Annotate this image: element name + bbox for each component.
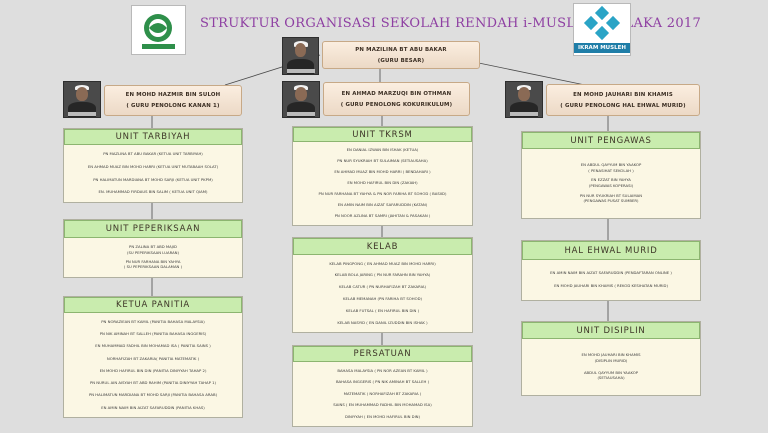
kelab-list: KELAB PINGPONG ( EN AHMAD MUAZ BIN MOHD … [293,255,472,332]
unit-peperiksaan-header: UNIT PEPERIKSAAN [64,220,242,238]
unit-disiplin-box: UNIT DISIPLIN EN MOHD JAUHARI BIN KHAMIS… [521,321,701,396]
unit-peperiksaan-list: PN ZALINA BT ABD MAJID (SU PEPERIKSAAN L… [64,238,242,277]
unit-tkrsm-header: UNIT TKRSM [293,127,472,142]
list-item: PN NORAZIEAN BT KAMIL (PANITIA BAHASA MA… [101,320,204,325]
gpk1-photo [63,81,101,118]
list-item: PN NUR FARHANA BT YAHYA & PN NOR FARIHA … [319,192,447,197]
unit-tarbiyah-box: UNIT TARBIYAH PN MAZLINA BT ABU BAKAR (K… [63,128,243,203]
list-item: PN NOOR AZLINA BT SAMRI (JAHITAN & PASAK… [335,214,431,219]
page-title: STRUKTUR ORGANISASI SEKOLAH RENDAH i-MUS… [200,16,560,38]
list-item: SAINS ( EN MUHAMMAD FADHIL BIN MOHAMAD I… [333,403,431,408]
ketua-panitia-box: KETUA PANITIA PN NORAZIEAN BT KAMIL (PAN… [63,296,243,418]
persatuan-list: BAHASA MALAYSIA ( PN NOR AZEAN BT KAMIL … [293,362,472,426]
list-item: PN NURUL AIN AISYAH BT ABD RAHIM (PANITI… [90,381,216,386]
list-item: (DISIPLIN MURID) [595,359,628,364]
list-item: NORHAFIZAH BT ZAKARIA( PANITIA MATEMATIK… [107,357,199,362]
gpk1-role: ( GURU PENOLONG KANAN 1) [105,103,241,109]
hal-ehwal-murid-header: HAL EHWAL MURID [522,241,700,260]
gpk1-name: EN MOHD HAZMIR BIN SULOH [105,92,241,98]
principal-role: (GURU BESAR) [323,58,479,64]
list-item: EN AMIN NAIM BIN AIZAT SAFARUDDIN (PENDA… [550,271,672,276]
gpk-kokurikulum-name: EN AHMAD MARZUQI BIN OTHMAN [324,91,469,97]
persatuan-header: PERSATUAN [293,346,472,362]
list-item: KELAB FUTSAL ( EN HAFIRUL BIN DIN ) [346,309,419,314]
list-item: (SETIAUSAHA) [597,376,624,381]
gpk1-card: EN MOHD HAZMIR BIN SULOH ( GURU PENOLONG… [104,85,242,116]
gpk-kokurikulum-card: EN AHMAD MARZUQI BIN OTHMAN ( GURU PENOL… [323,82,470,116]
unit-pengawas-header: UNIT PENGAWAS [522,132,700,149]
list-item: EN MOHD HAFIRUL BIN DIN (PANITIA DINIYYA… [100,369,207,374]
list-item: MATEMATIK ( NORHAFIZAH BT ZAKARIA ) [344,392,422,397]
unit-disiplin-header: UNIT DISIPLIN [522,322,700,339]
principal-photo [282,37,319,75]
list-item: (SU PEPERIKSAAN LUARAN) [127,251,179,256]
ketua-panitia-header: KETUA PANITIA [64,297,242,313]
list-item: EN AHMAD MUAZ BIN MOHD HARRI ( BENDAHARI… [334,170,430,175]
ikram-pattern-icon [574,4,630,42]
kelab-box: KELAB KELAB PINGPONG ( EN AHMAD MUAZ BIN… [292,237,473,333]
principal-card: PN MAZILINA BT ABU BAKAR (GURU BESAR) [322,41,480,69]
list-item: EN AHMAD MUAZ BIN MOHD HARRI (KETUA UNIT… [88,165,218,170]
unit-tarbiyah-header: UNIT TARBIYAH [64,129,242,145]
gpk-hem-role: ( GURU PENOLONG HAL EHWAL MURID) [547,103,699,109]
list-item: KELAB BOLA JARING ( PN NUR FARAHN BIN YA… [335,273,431,278]
list-item: BAHASA INGGERIS ( PN NIK AMINAH BT SALLE… [336,380,429,385]
unit-tkrsm-list: EN DANIAL IZWAN BIN ISHAK (KETUA) PN NUR… [293,142,472,225]
principal-name: PN MAZILINA BT ABU BAKAR [323,47,479,53]
list-item: PN NUR SYUKRIAH BT SULAIMAN (SETIAUSAHA) [337,159,428,164]
list-item: DINIYYAH ( EN MOHD HAFIRUL BIN DIN) [345,415,420,420]
list-item: PN HALIMATUN MARDIANA BT MOHD SARJI (KET… [93,178,212,183]
list-item: (PENGAWAS KOPERASI) [589,184,633,189]
list-item: BAHASA MALAYSIA ( PN NOR AZEAN BT KAMIL … [337,369,427,374]
list-item: EN DANIAL IZWAN BIN ISHAK (KETUA) [347,148,419,153]
ikram-musleh-logo: IKRAM MUSLEH [573,3,631,56]
unit-tkrsm-box: UNIT TKRSM EN DANIAL IZWAN BIN ISHAK (KE… [292,126,473,226]
ketua-panitia-list: PN NORAZIEAN BT KAMIL (PANITIA BAHASA MA… [64,313,242,417]
globe-logo-icon [132,6,185,54]
unit-peperiksaan-box: UNIT PEPERIKSAAN PN ZALINA BT ABD MAJID … [63,219,243,278]
list-item: KELAB CATUR ( PN NURHAFIZAH BT ZAKARIA) [339,285,426,290]
unit-pengawas-list: EN ABDUL QAYYUM BIN YAAKOP ( PENASIHAT S… [522,149,700,218]
list-item: PN HALIMATUN MARDIANA BT MOHD SARJI (PAN… [89,393,217,398]
list-item: EN AMIN NAIM BIN AIZAT SAFARUDDIN (PANIT… [101,406,205,411]
unit-tarbiyah-list: PN MAZLINA BT ABU BAKAR (KETUA UNIT TARB… [64,145,242,202]
list-item: EN MUHAMMAD FADHIL BIN MOHAMAD ISA ( PAN… [95,344,210,349]
list-item: ( PENASIHAT SEKOLAH ) [588,169,633,174]
school-logo [131,5,186,55]
gpk-hem-name: EN MOHD JAUHARI BIN KHAMIS [547,92,699,98]
hal-ehwal-murid-list: EN AMIN NAIM BIN AIZAT SAFARUDDIN (PENDA… [522,260,700,300]
list-item: (PENGAWAS PUSAT SUMBER) [583,199,638,204]
gpk-kokurikulum-role: ( GURU PENOLONG KOKURIKULUM) [324,102,469,108]
gpk-hem-card: EN MOHD JAUHARI BIN KHAMIS ( GURU PENOLO… [546,84,700,116]
gpk-hem-photo [505,81,543,118]
list-item: PN MAZLINA BT ABU BAKAR (KETUA UNIT TARB… [103,152,203,157]
persatuan-box: PERSATUAN BAHASA MALAYSIA ( PN NOR AZEAN… [292,345,473,427]
list-item: KELAB PINGPONG ( EN AHMAD MUAZ BIN MOHD … [329,262,435,267]
unit-disiplin-list: EN MOHD JAUHARI BIN KHAMIS (DISIPLIN MUR… [522,339,700,395]
unit-pengawas-box: UNIT PENGAWAS EN ABDUL QAYYUM BIN YAAKOP… [521,131,701,219]
hal-ehwal-murid-box: HAL EHWAL MURID EN AMIN NAIM BIN AIZAT S… [521,240,701,301]
gpk-kokurikulum-photo [282,81,320,118]
list-item: EN. MUHAMMAD FIRDAUS BIN SALIM ( KETUA U… [98,190,207,195]
ikram-logo-text: IKRAM MUSLEH [574,43,630,53]
list-item: KELAB MEMANAH (PN FARIHA BT SOHOD) [343,297,422,302]
list-item: EN MOHD JAUHARI BIN KHAMIS ( REKOD KESIH… [554,284,668,289]
list-item: EN MOHD HAFIRUL BIN DIN (ZAKIAH) [347,181,417,186]
kelab-header: KELAB [293,238,472,255]
list-item: KELAB NASYID ( EN DANIL IZUDDIN BIN ISHA… [337,321,427,326]
list-item: ( SU PEPERIKSAAN DALAMAN ) [124,265,182,270]
list-item: PN NIK AMINAH BT SALLEH (PANITIA BAHASA … [100,332,207,337]
list-item: EN AMIN NAIM BIN AIZAT SAFARUDDIN (KATAN… [338,203,428,208]
